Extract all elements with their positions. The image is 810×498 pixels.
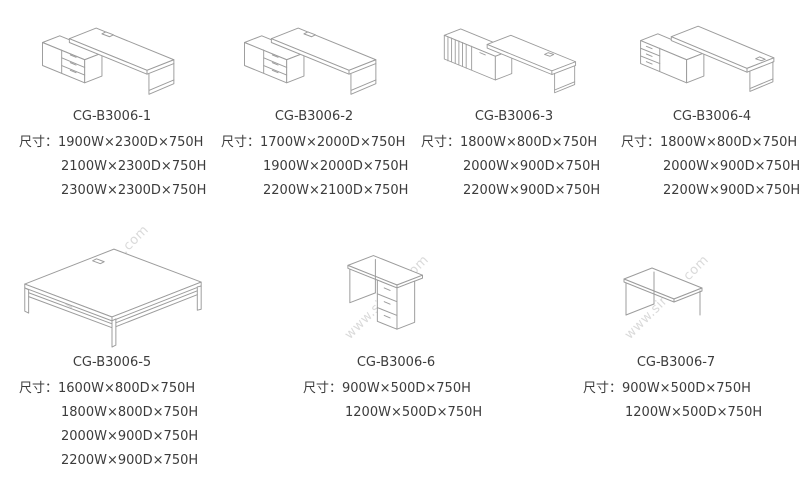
product-dimensions: 尺寸：1800W×800D×750H 2000W×900D×750H 2200W… — [616, 131, 808, 203]
dim-value: 1200W×500D×750H — [625, 405, 763, 420]
product-model: CG-B3006-7 — [636, 355, 716, 370]
product-card: CG-B3006-4 尺寸：1800W×800D×750H 2000W×900D… — [616, 6, 808, 203]
product-model: CG-B3006-3 — [474, 109, 554, 124]
dims-label: 尺寸： — [303, 381, 343, 396]
dims-label: 尺寸： — [621, 135, 661, 150]
product-card: CG-B3006-5 尺寸：1600W×800D×750H 1800W×800D… — [14, 222, 210, 473]
dim-value: 1900W×2000D×750H — [263, 159, 409, 174]
product-dimensions: 尺寸：900W×500D×750H 1200W×500D×750H — [578, 377, 774, 425]
product-model: CG-B3006-2 — [274, 109, 354, 124]
desk-drawing — [578, 222, 774, 348]
dim-value: 1800W×800D×750H — [660, 135, 798, 150]
product-dimensions: 尺寸：1800W×800D×750H 2000W×900D×750H 2200W… — [416, 131, 612, 203]
desk-drawing — [14, 222, 210, 348]
dim-value: 2300W×2300D×750H — [61, 183, 207, 198]
dims-label: 尺寸： — [421, 135, 461, 150]
desk-drawing — [616, 6, 808, 102]
product-card: CG-B3006-2 尺寸：1700W×2000D×750H 1900W×200… — [216, 6, 412, 203]
product-card: CG-B3006-3 尺寸：1800W×800D×750H 2000W×900D… — [416, 6, 612, 203]
product-dimensions: 尺寸：1600W×800D×750H 1800W×800D×750H 2000W… — [14, 377, 210, 473]
product-card: CG-B3006-7 尺寸：900W×500D×750H 1200W×500D×… — [578, 222, 774, 425]
product-card: CG-B3006-1 尺寸：1900W×2300D×750H 2100W×230… — [14, 6, 210, 203]
dims-label: 尺寸： — [221, 135, 261, 150]
dim-value: 1800W×800D×750H — [460, 135, 598, 150]
dims-label: 尺寸： — [19, 381, 59, 396]
dim-value: 2200W×2100D×750H — [263, 183, 409, 198]
dim-value: 900W×500D×750H — [342, 381, 471, 396]
dim-value: 1600W×800D×750H — [58, 381, 196, 396]
dim-value: 900W×500D×750H — [622, 381, 751, 396]
dim-value: 2000W×900D×750H — [61, 429, 199, 444]
dim-value: 2200W×900D×750H — [463, 183, 601, 198]
dim-value: 2000W×900D×750H — [663, 159, 801, 174]
dim-value: 2000W×900D×750H — [463, 159, 601, 174]
product-dimensions: 尺寸：1900W×2300D×750H 2100W×2300D×750H 230… — [14, 131, 210, 203]
product-model: CG-B3006-4 — [672, 109, 752, 124]
dims-label: 尺寸： — [19, 135, 59, 150]
dim-value: 2200W×900D×750H — [663, 183, 801, 198]
dim-value: 1900W×2300D×750H — [58, 135, 204, 150]
desk-drawing — [216, 6, 412, 102]
dim-value: 2100W×2300D×750H — [61, 159, 207, 174]
product-card: CG-B3006-6 尺寸：900W×500D×750H 1200W×500D×… — [298, 222, 494, 425]
dim-value: 1200W×500D×750H — [345, 405, 483, 420]
product-model: CG-B3006-5 — [72, 355, 152, 370]
desk-drawing — [14, 6, 210, 102]
dim-value: 1800W×800D×750H — [61, 405, 199, 420]
desk-drawing — [298, 222, 494, 348]
product-model: CG-B3006-6 — [356, 355, 436, 370]
product-dimensions: 尺寸：900W×500D×750H 1200W×500D×750H — [298, 377, 494, 425]
dims-label: 尺寸： — [583, 381, 623, 396]
dim-value: 2200W×900D×750H — [61, 453, 199, 468]
dim-value: 1700W×2000D×750H — [260, 135, 406, 150]
product-dimensions: 尺寸：1700W×2000D×750H 1900W×2000D×750H 220… — [216, 131, 412, 203]
desk-drawing — [416, 6, 612, 102]
product-model: CG-B3006-1 — [72, 109, 152, 124]
